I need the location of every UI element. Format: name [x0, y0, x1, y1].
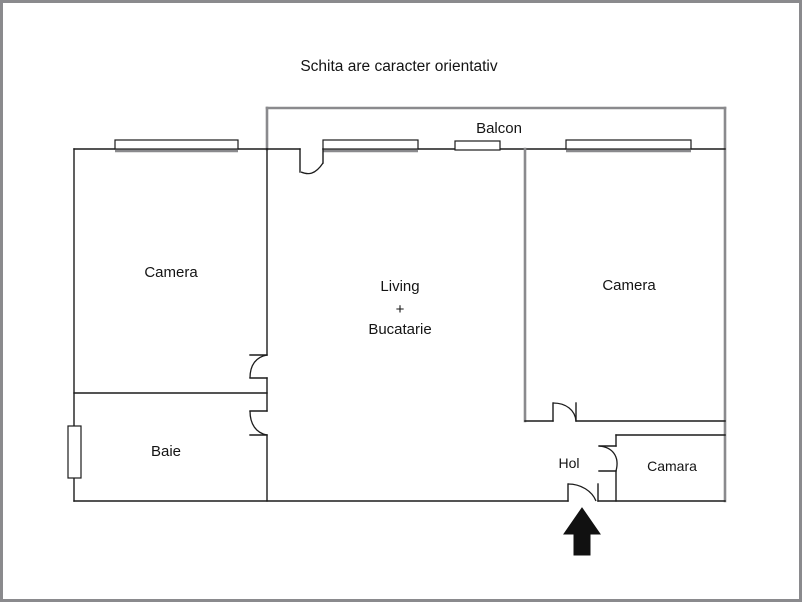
window-camera-right [565, 139, 692, 153]
window-living-balcony-door [322, 139, 419, 153]
floor-plan-drawing: Schita are caracter orientativ [67, 58, 727, 556]
page-title: Schita are caracter orientativ [300, 58, 498, 75]
room-label-camera-left: Camera [144, 264, 198, 281]
room-label-camara: Camara [647, 458, 697, 474]
door-camera-left [249, 354, 268, 379]
room-label-hol: Hol [558, 455, 579, 471]
door-baie [249, 410, 268, 436]
balcony-outline [265, 106, 727, 503]
entrance-direction-arrow [563, 507, 601, 556]
door-entrance [567, 483, 599, 502]
door-camera-right [552, 402, 577, 422]
room-label-baie: Baie [151, 443, 181, 460]
room-label-camera-right: Camera [602, 277, 656, 294]
interior-walls [73, 147, 726, 502]
door-balcony [299, 148, 324, 175]
window-baie [67, 425, 82, 479]
window-camera-left [114, 139, 239, 153]
doors-group [249, 148, 618, 502]
room-label-living-line1: Living [380, 278, 419, 295]
room-label-balcon: Balcon [476, 120, 522, 137]
room-label-living-line2: + [396, 301, 405, 318]
windows-group [67, 139, 692, 479]
room-label-living-line3: Bucatarie [368, 321, 431, 338]
door-camara [598, 445, 618, 472]
window-living-small [454, 140, 501, 151]
